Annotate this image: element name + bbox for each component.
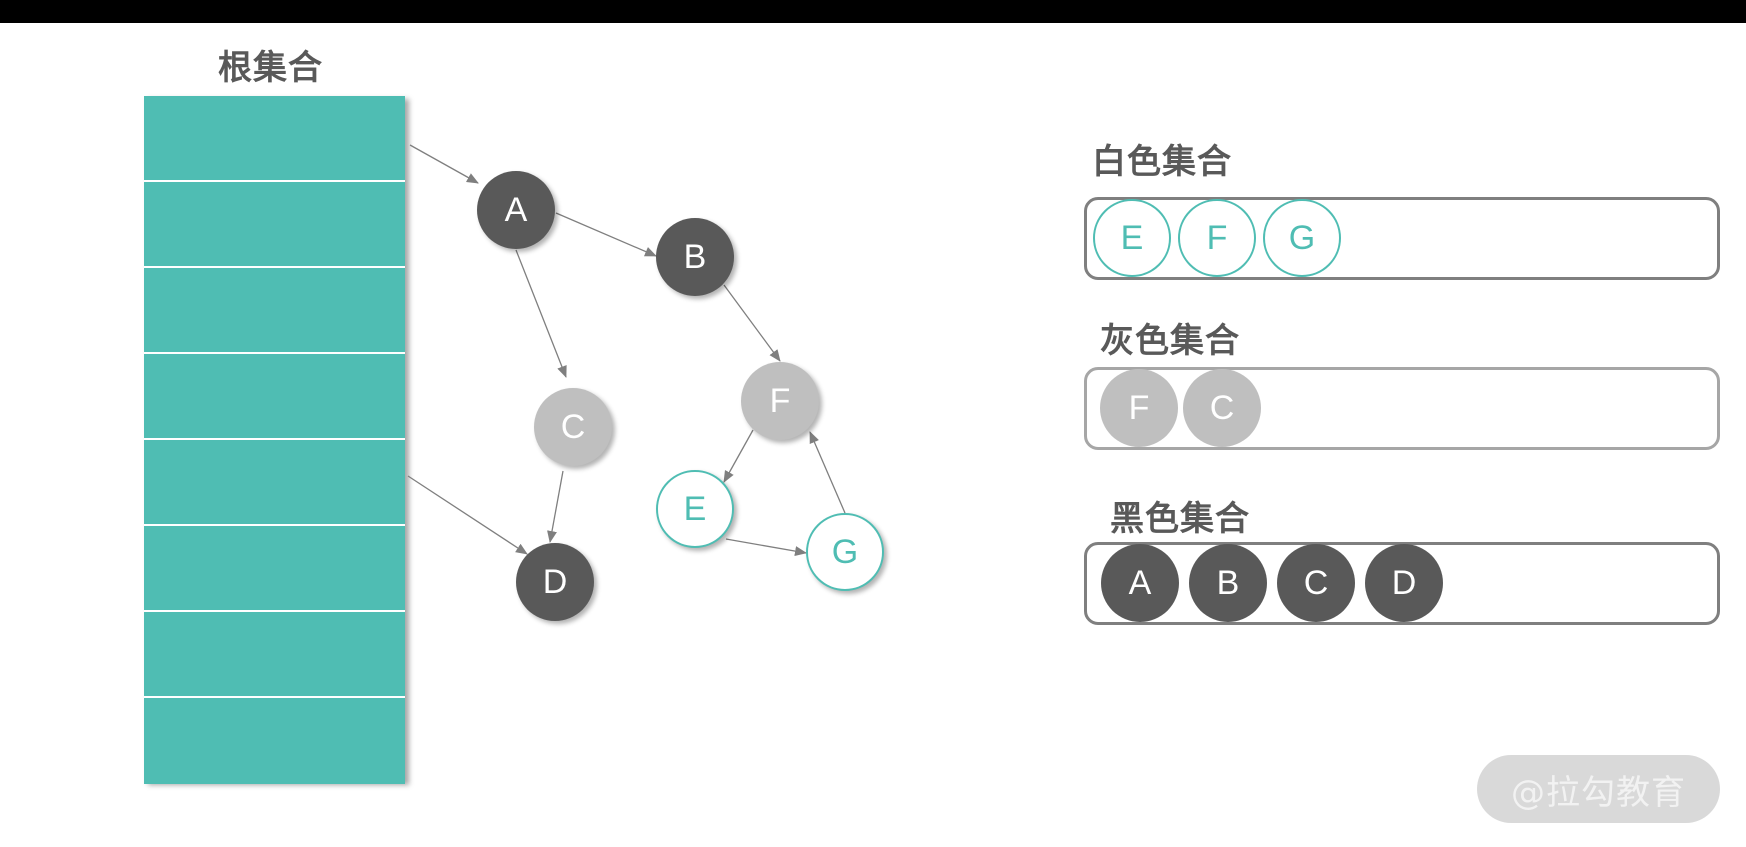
root-slot (144, 268, 405, 354)
edge-root-a (409, 144, 479, 184)
white-set-item-g: G (1263, 199, 1341, 277)
edge-a-c (515, 249, 567, 378)
edge-root-d (407, 475, 528, 555)
edge-c-d (547, 470, 564, 543)
edge-e-g (725, 538, 807, 557)
edge-b-f (723, 284, 781, 362)
black-set-item-a: A (1101, 544, 1179, 622)
black-set-item-b: B (1189, 544, 1267, 622)
root-set-title: 根集合 (218, 48, 323, 88)
white-set-item-e: E (1093, 199, 1171, 277)
edge-g-f (809, 431, 846, 514)
root-slot (144, 182, 405, 268)
top-bar (0, 0, 1746, 23)
root-slot (144, 440, 405, 526)
watermark: @拉勾教育 (1477, 755, 1720, 823)
root-slot (144, 612, 405, 698)
edge-a-b (555, 212, 657, 257)
root-slot (144, 354, 405, 440)
black-set-item-d: D (1365, 544, 1443, 622)
node-d: D (516, 543, 594, 621)
black-set-box (1084, 542, 1720, 625)
node-g: G (806, 513, 884, 591)
black-set-title: 黑色集合 (1110, 499, 1250, 539)
node-e: E (656, 470, 734, 548)
node-c: C (534, 388, 612, 466)
gray-set-item-c: C (1183, 369, 1261, 447)
root-slot (144, 698, 405, 784)
root-slot (144, 526, 405, 612)
edge-f-e (723, 429, 754, 483)
gray-set-title: 灰色集合 (1100, 321, 1240, 361)
root-set (144, 96, 405, 784)
gray-set-box (1084, 367, 1720, 450)
node-f: F (741, 362, 819, 440)
white-set-item-f: F (1178, 199, 1256, 277)
white-set-title: 白色集合 (1092, 142, 1232, 182)
node-b: B (656, 218, 734, 296)
node-a: A (477, 171, 555, 249)
black-set-item-c: C (1277, 544, 1355, 622)
gray-set-item-f: F (1100, 369, 1178, 447)
root-slot (144, 96, 405, 182)
white-set-box (1084, 197, 1720, 280)
